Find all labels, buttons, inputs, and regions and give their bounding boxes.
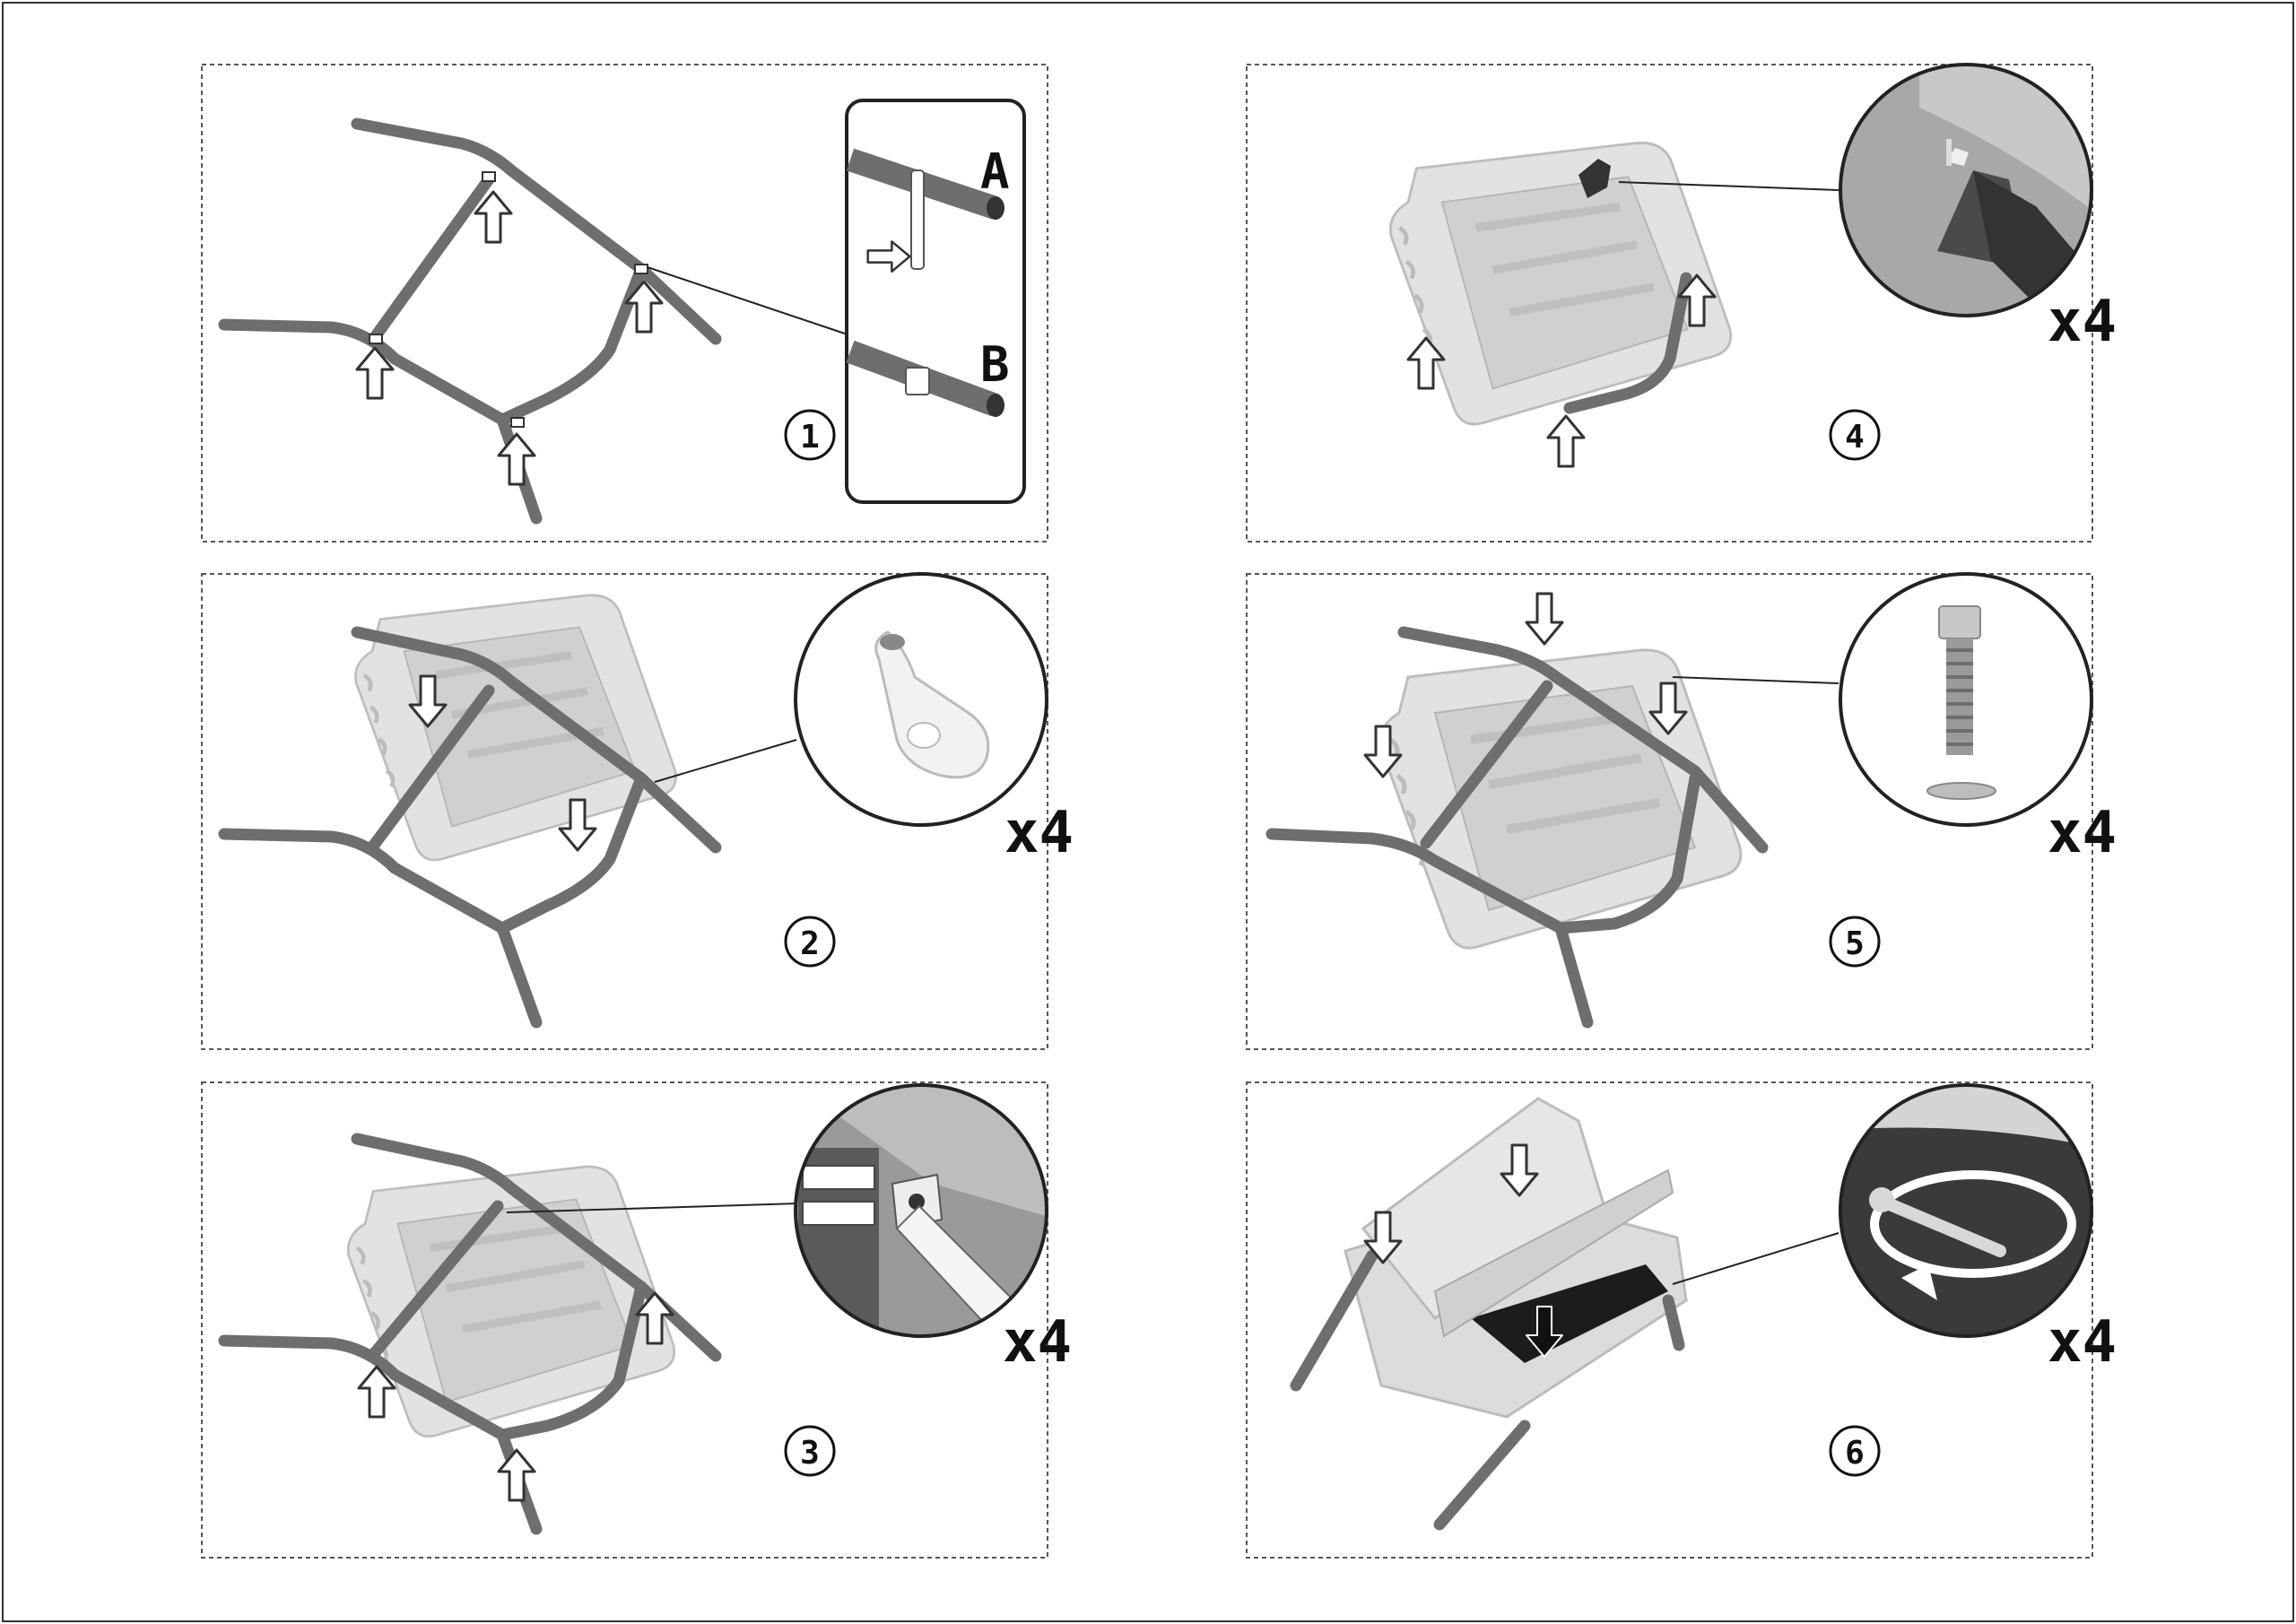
step-number: 5 (1845, 925, 1865, 962)
step-1-inset-box: A B (845, 99, 1026, 504)
step-number: 6 (1845, 1435, 1865, 1472)
step-6-chair (1344, 1097, 1688, 1419)
step-1-panel: A B 1 (201, 64, 1048, 543)
step-number-badge: 3 (784, 1425, 836, 1477)
step-4-closeup (1839, 63, 2093, 317)
step-number-badge: 6 (1829, 1425, 1881, 1477)
quantity-label: x4 (2048, 1309, 2117, 1376)
arrow-up-icon (1546, 414, 1586, 468)
clip-a-icon (910, 169, 925, 270)
step-3-panel: x4 3 (201, 1081, 1072, 1559)
step-number-badge: 5 (1829, 916, 1881, 968)
arrow-down-icon (1525, 592, 1564, 646)
washer-icon (1926, 782, 1996, 800)
step-1-frame-tubes (218, 117, 722, 525)
step-number: 3 (800, 1435, 820, 1472)
step-6-legs (1290, 1249, 1685, 1531)
step-number-badge: 4 (1829, 409, 1881, 461)
step-5-closeup (1839, 572, 2093, 827)
step-1-leader-line (647, 266, 846, 334)
step-3-closeup (794, 1083, 1048, 1338)
quantity-label: x4 (2048, 800, 2117, 866)
inset-label-a: A (980, 143, 1010, 200)
step-4-panel: x4 4 (1246, 63, 2117, 543)
step-4-leader-line (1618, 181, 1839, 191)
drill-icon (1578, 159, 1611, 198)
quantity-label: x4 (1003, 1309, 1072, 1376)
step-6-panel: x4 6 (1246, 1081, 2117, 1559)
seat-shell (348, 1167, 674, 1437)
step-number: 1 (800, 419, 820, 456)
clip-b-icon (905, 367, 930, 395)
step-5-frame-tubes (1265, 626, 1769, 1029)
bolt-icon (1938, 605, 1981, 639)
step-number-badge: 1 (784, 409, 836, 461)
step-6-closeup (1839, 1083, 2093, 1338)
step-3-leader-line (506, 1203, 801, 1213)
step-number: 2 (800, 925, 820, 962)
bracket-icon (874, 630, 990, 779)
step-number-badge: 2 (784, 916, 836, 968)
step-2-leader-line (654, 739, 797, 783)
step-3-frame-tubes (218, 1133, 722, 1535)
rotate-arrow-icon (1870, 1170, 2076, 1278)
step-1-clips (369, 171, 648, 428)
step-2-frame-tubes (218, 626, 722, 1029)
quantity-label: x4 (2048, 289, 2117, 355)
step-5-leader-line (1672, 676, 1839, 684)
quantity-label: x4 (1004, 800, 1074, 866)
wrench-icon (1877, 1195, 2006, 1257)
step-2-panel: x4 2 (201, 572, 1074, 1050)
step-4-back-rail (1563, 272, 1692, 414)
inset-label-b: B (980, 336, 1010, 393)
step-6-leader-line (1672, 1232, 1839, 1285)
step-number: 4 (1845, 419, 1865, 456)
step-5-panel: x4 5 (1246, 572, 2117, 1050)
step-2-closeup (794, 572, 1048, 827)
